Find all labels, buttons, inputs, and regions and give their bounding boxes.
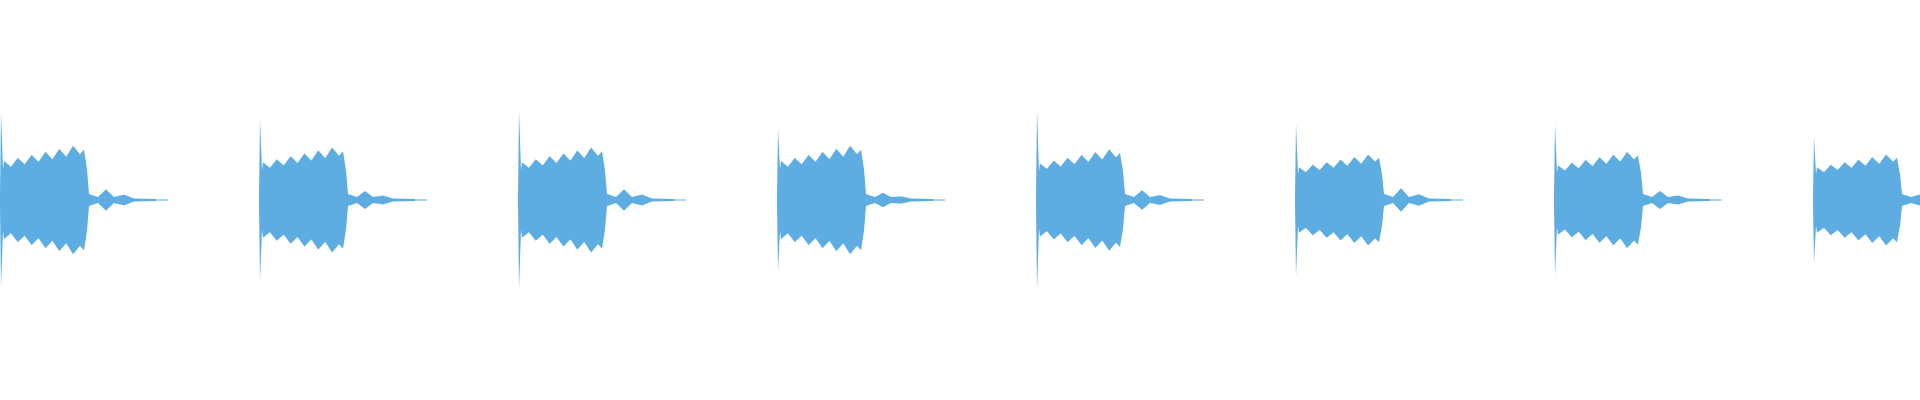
waveform-burst-shape [1813, 137, 1920, 263]
waveform-burst-shape [518, 110, 674, 290]
waveform-burst [1554, 124, 1722, 276]
waveform-burst [1295, 123, 1463, 277]
waveform-burst [1036, 110, 1204, 290]
waveform-burst [777, 128, 945, 272]
waveform-burst-shape [259, 119, 415, 281]
waveform-burst-shape [1554, 124, 1710, 276]
waveform-burst [518, 110, 686, 290]
waveform-burst-shape [1295, 123, 1451, 277]
waveform-burst [259, 119, 427, 281]
waveform-burst [1813, 137, 1920, 263]
waveform-burst-shape [0, 111, 156, 289]
waveform-burst-shape [777, 128, 933, 272]
waveform-burst [0, 111, 168, 289]
waveform-burst-shape [1036, 110, 1192, 290]
